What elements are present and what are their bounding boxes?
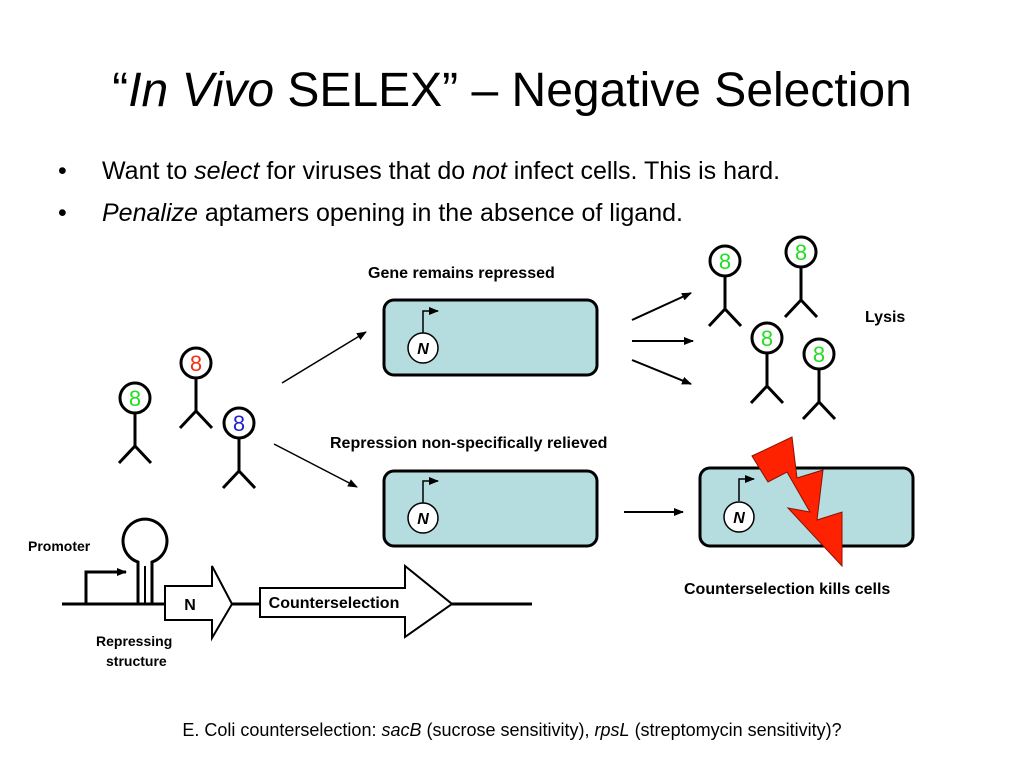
phage-lysis-2: 8 bbox=[783, 235, 819, 319]
phage-lysis-4: 8 bbox=[801, 337, 837, 421]
footer-suffix: (streptomycin sensitivity)? bbox=[629, 720, 842, 740]
bullet-1-symbol: • bbox=[58, 157, 67, 185]
cell-killed: N bbox=[698, 466, 915, 548]
phage-lysis-3: 8 bbox=[749, 321, 785, 405]
arrow-to-repressed bbox=[281, 331, 367, 384]
slide-title: “In Vivo SELEX” – Negative Selection bbox=[0, 62, 1024, 120]
lightning-bolt-icon bbox=[751, 436, 843, 568]
bullet-1-part: infect cells. This is hard. bbox=[506, 157, 781, 185]
gene-circle bbox=[407, 502, 439, 534]
label-lysis: Lysis bbox=[865, 309, 906, 326]
phage-label: 8 bbox=[233, 411, 245, 436]
gene-construct: N Counterselection bbox=[62, 517, 532, 642]
phage-red: 8 bbox=[178, 346, 214, 430]
gene-promoter-icon bbox=[738, 475, 755, 501]
cell-repressed: N bbox=[382, 298, 599, 377]
cell-gene-label: N bbox=[417, 341, 429, 358]
cell-body bbox=[382, 298, 599, 377]
phage-label: 8 bbox=[190, 351, 202, 376]
hairpin-structure-icon bbox=[121, 517, 169, 604]
label-promoter: Promoter bbox=[28, 538, 91, 554]
phage-label: 8 bbox=[719, 249, 731, 274]
footer-mid: (sucrose sensitivity), bbox=[421, 720, 595, 740]
title-rest: SELEX” – Negative Selection bbox=[274, 64, 912, 117]
cell-body bbox=[382, 469, 599, 548]
bullet-1: • Want to select for viruses that do not… bbox=[58, 150, 780, 192]
phage-label: 8 bbox=[795, 240, 807, 265]
gene-circle bbox=[723, 501, 755, 533]
gene-promoter-icon bbox=[422, 307, 439, 333]
gene-circle bbox=[407, 332, 439, 364]
promoter-arrow-icon bbox=[84, 568, 127, 604]
bullet-list: • Want to select for viruses that do not… bbox=[58, 150, 780, 234]
label-structure: structure bbox=[106, 653, 167, 669]
footer-gene-sacb: sacB bbox=[381, 720, 422, 740]
cell-gene-label: N bbox=[417, 511, 429, 528]
label-counterselection-kills: Counterselection kills cells bbox=[684, 581, 891, 598]
phage-label: 8 bbox=[129, 386, 141, 411]
gene-n-arrow bbox=[164, 565, 234, 642]
cell-body bbox=[698, 466, 915, 548]
arrow-lysis-down bbox=[631, 359, 692, 385]
footer-prefix: E. Coli counterselection: bbox=[182, 720, 382, 740]
bullet-1-part: Want to bbox=[102, 157, 195, 185]
bullet-1-part: for viruses that do bbox=[259, 157, 473, 185]
phage-blue: 8 bbox=[221, 406, 257, 490]
label-repressing: Repressing bbox=[96, 633, 173, 649]
cell-relieved: N bbox=[382, 469, 599, 548]
bullet-1-part: not bbox=[472, 157, 507, 185]
phage-label: 8 bbox=[761, 326, 773, 351]
bullet-2-part: aptamers opening in the absence of ligan… bbox=[197, 199, 683, 227]
title-italic: In Vivo bbox=[128, 64, 275, 117]
bullet-2-part: Penalize bbox=[102, 199, 198, 227]
title-quote: “ bbox=[112, 64, 129, 117]
arrow-to-relieved bbox=[273, 443, 358, 488]
footer-note: E. Coli counterselection: sacB (sucrose … bbox=[0, 720, 1024, 741]
bullet-2: • Penalize aptamers opening in the absen… bbox=[58, 192, 780, 234]
label-gene-remains-repressed: Gene remains repressed bbox=[368, 265, 555, 282]
gene-n-label: N bbox=[184, 597, 196, 614]
footer-gene-rpsl: rpsL bbox=[594, 720, 630, 740]
gene-promoter-icon bbox=[422, 477, 439, 503]
label-repression-relieved: Repression non-specifically relieved bbox=[330, 435, 608, 452]
phage-green-left: 8 bbox=[117, 381, 153, 465]
counterselection-gene-label: Counterselection bbox=[269, 595, 400, 612]
bullet-2-symbol: • bbox=[58, 199, 67, 227]
bullet-1-part: select bbox=[194, 157, 260, 185]
cell-gene-label: N bbox=[733, 510, 745, 527]
counterselection-gene-arrow bbox=[259, 563, 454, 639]
arrow-lysis-up bbox=[631, 292, 692, 321]
phage-label: 8 bbox=[813, 342, 825, 367]
phage-lysis-1: 8 bbox=[707, 244, 743, 328]
